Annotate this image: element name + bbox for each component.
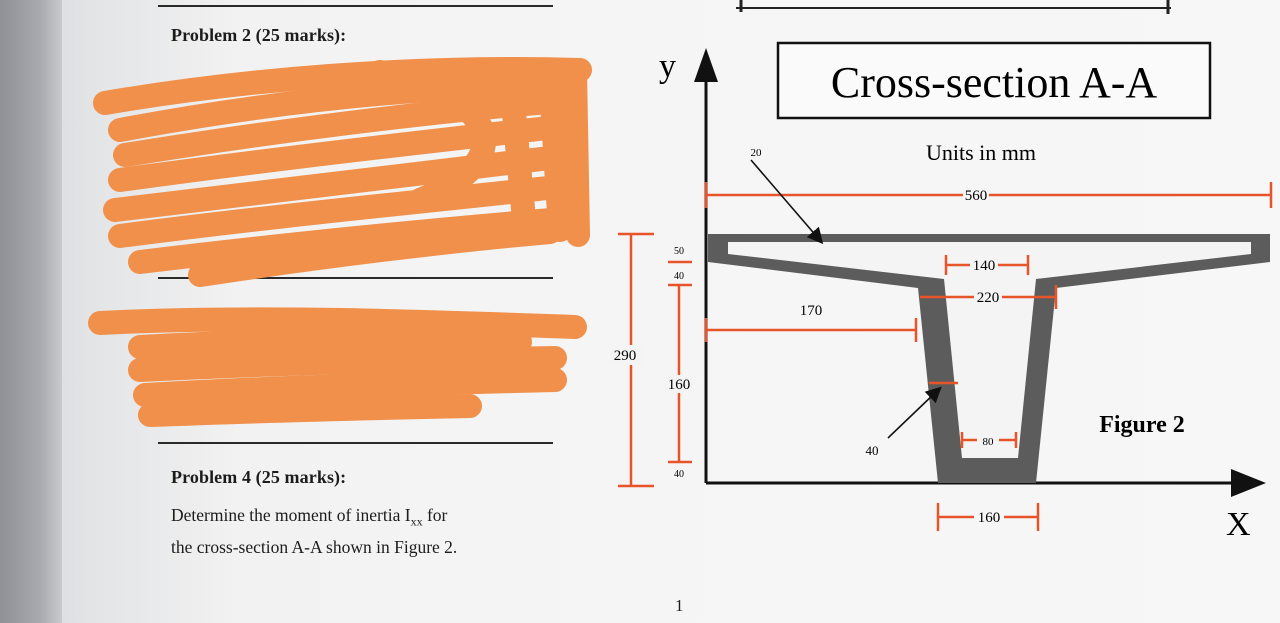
- dim-50: 50: [674, 246, 684, 257]
- page-number: 1: [675, 596, 684, 615]
- dim-140: 140: [973, 258, 996, 274]
- title-box: [776, 41, 1212, 120]
- desk-background: [0, 0, 62, 623]
- dim-560: 560: [965, 188, 988, 204]
- dim-40-bottom: 40: [674, 469, 684, 480]
- problem-4-heading: Problem 4 (25 marks):: [171, 467, 347, 487]
- problem-2-heading: Problem 2 (25 marks):: [171, 25, 347, 45]
- dim-220: 220: [977, 290, 1000, 306]
- dim-80: 80: [983, 436, 995, 448]
- leader-arrows: [750, 159, 942, 439]
- dim-160-bottom: 160: [978, 510, 1001, 526]
- section-divider-2: [158, 442, 553, 444]
- top-frame-lines: [736, 0, 1171, 14]
- figure-caption: Figure 2: [1099, 412, 1185, 438]
- cross-section-shape: [708, 234, 1270, 483]
- dim-40-wall: 40: [866, 443, 879, 458]
- x-axis-label: X: [1226, 506, 1251, 543]
- dim-160-height: 160: [668, 377, 691, 393]
- x-axis-arrow-icon: [1231, 469, 1266, 497]
- figure-title: Cross-section A-A: [831, 58, 1158, 107]
- ixx-subscript: xx: [410, 514, 423, 529]
- y-axis-arrow-icon: [694, 48, 718, 82]
- problem-4-text-line-2: the cross-section A-A shown in Figure 2.: [171, 537, 458, 557]
- dim-40-haunch: 40: [674, 271, 684, 282]
- y-axis-label: y: [659, 48, 676, 85]
- dim-20: 20: [751, 147, 763, 159]
- dim-170: 170: [800, 303, 823, 319]
- section-divider-top: [158, 5, 553, 7]
- units-note: Units in mm: [926, 140, 1036, 165]
- section-divider-1: [158, 277, 553, 279]
- dim-290: 290: [614, 348, 637, 364]
- problem-4-text-line-1: Determine the moment of inertia Ixx for: [171, 505, 448, 529]
- cross-section-figure: y X Cross-section A-A Units in mm: [610, 0, 1273, 543]
- redaction-scribble: [88, 57, 592, 427]
